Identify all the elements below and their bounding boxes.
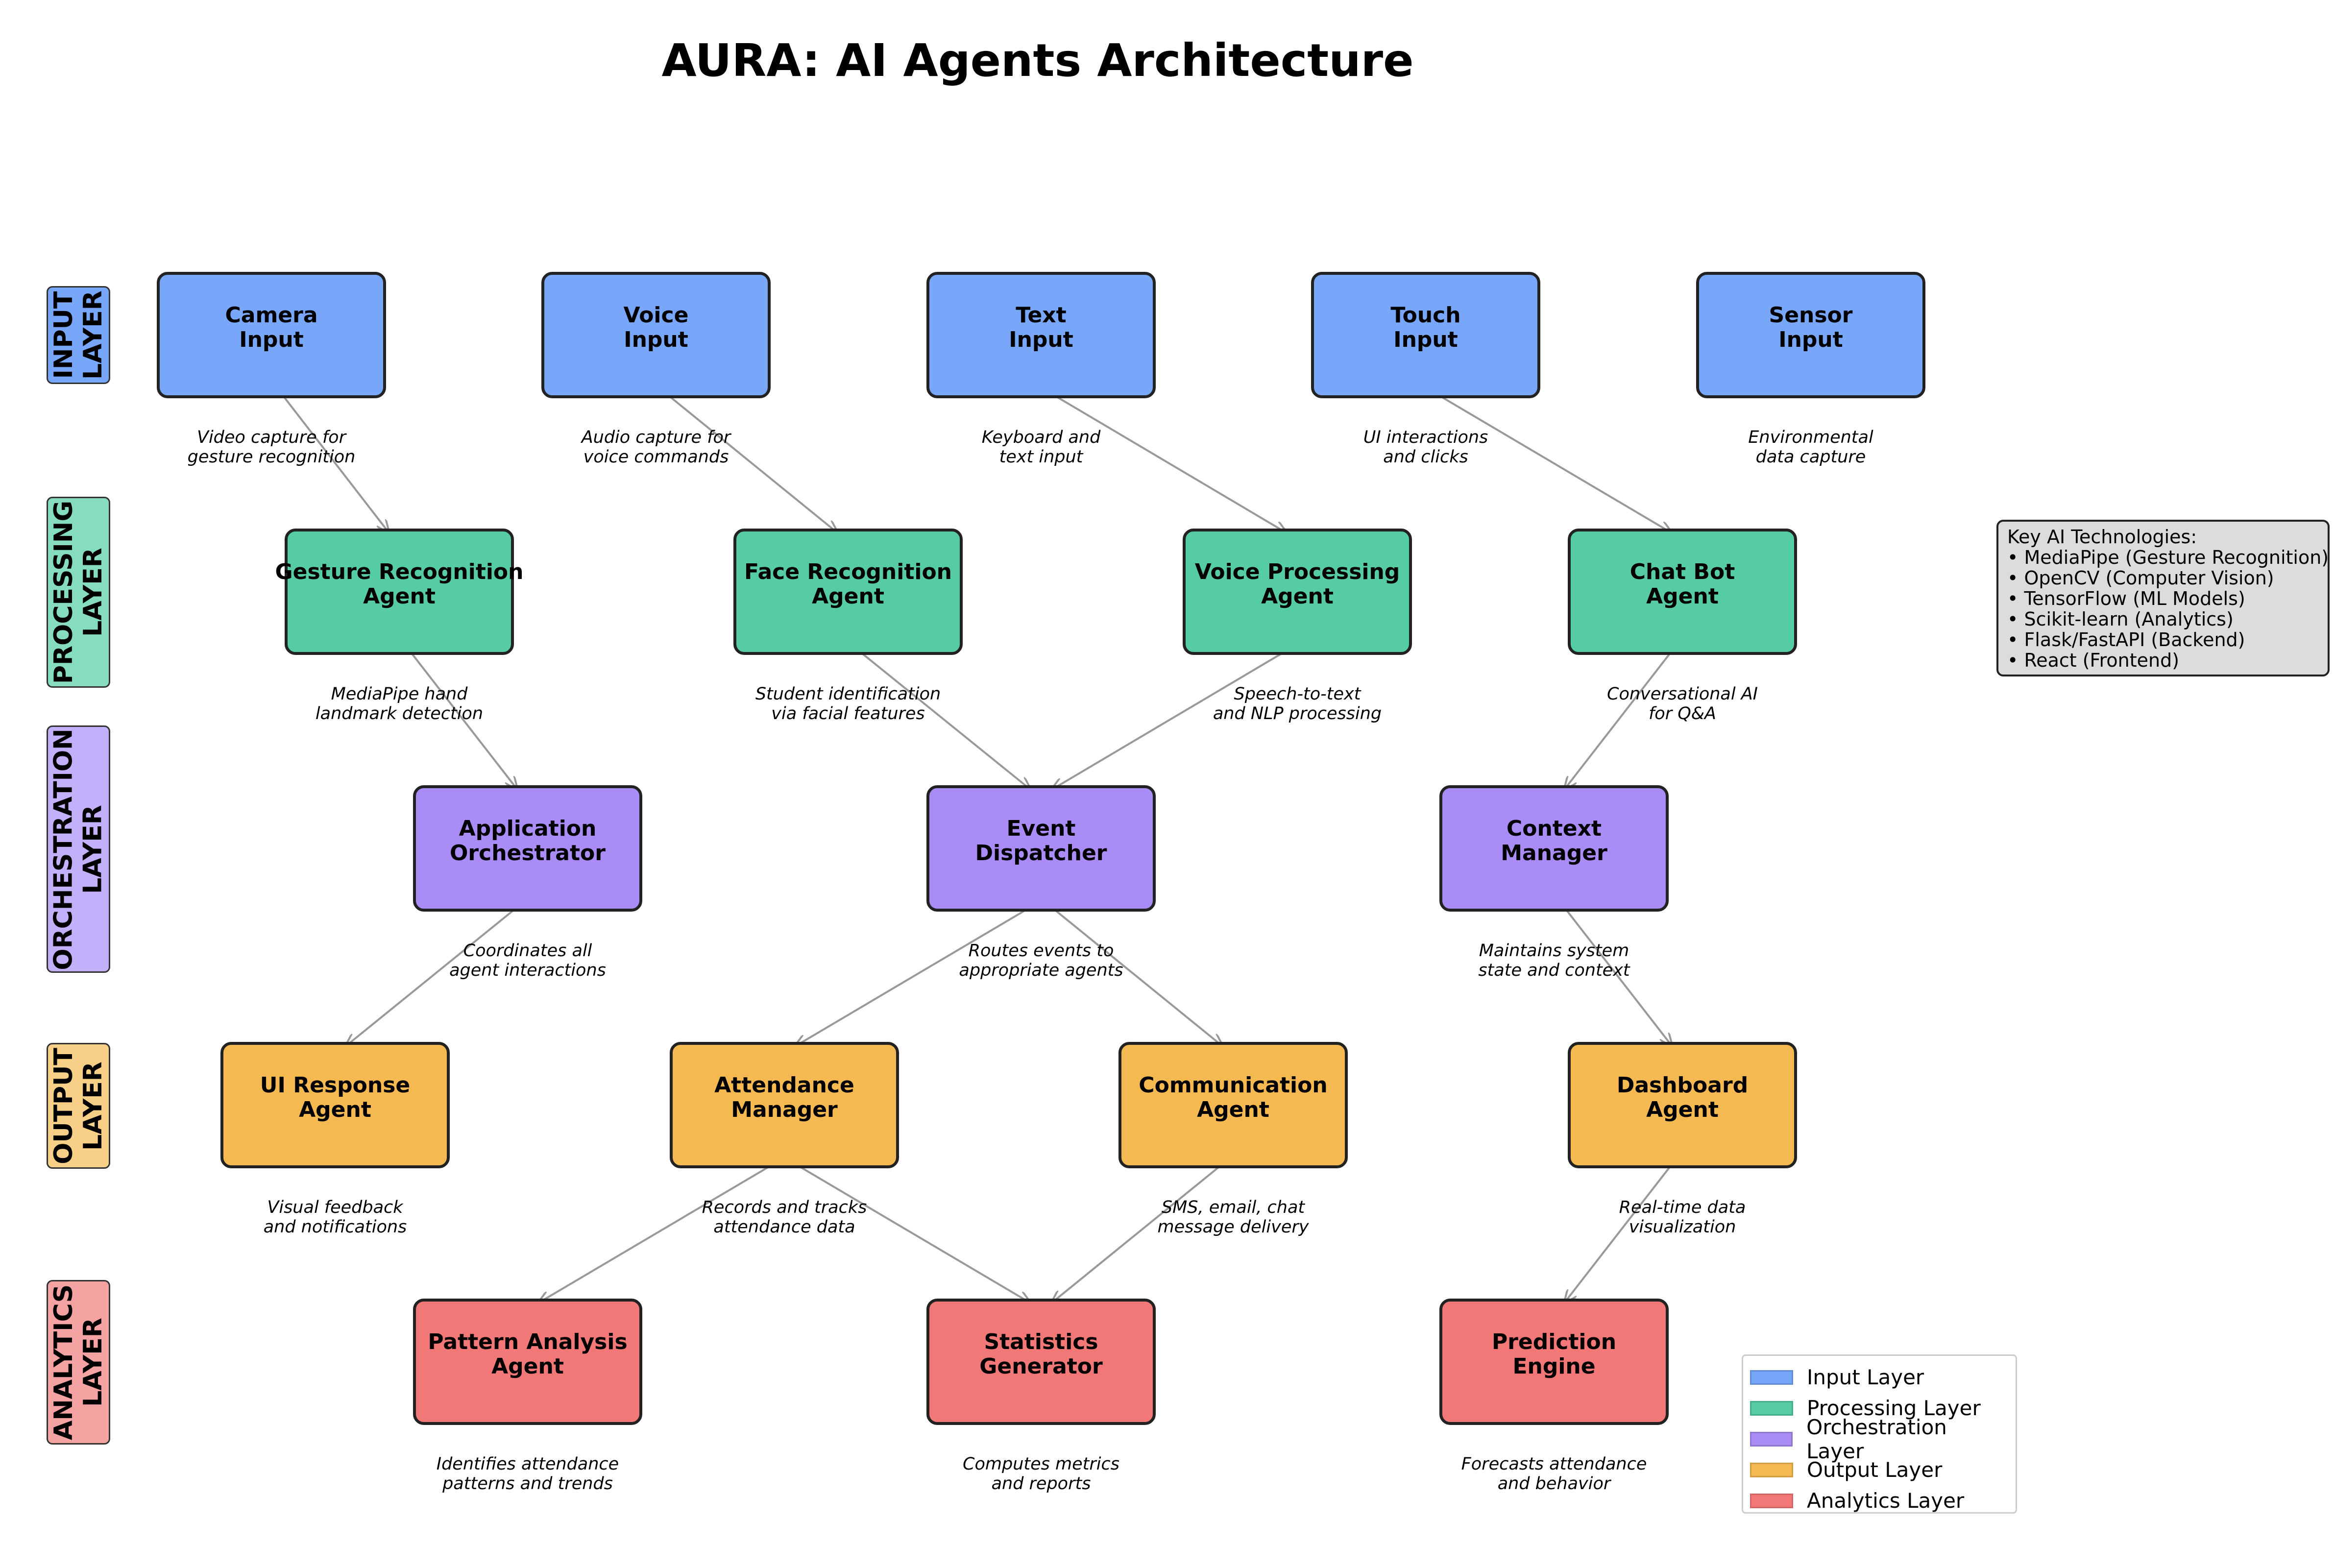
edge-touch-to-chatbot <box>1434 392 1673 533</box>
layer-label-processing: PROCESSING LAYER <box>47 497 110 688</box>
node-description-stats: Computes metrics and reports <box>963 1454 1119 1494</box>
node-apporch: Application Orchestrator <box>413 785 642 912</box>
key-ai-technologies-box: Key AI Technologies: • MediaPipe (Gestur… <box>1996 520 2330 676</box>
node-stats: Statistics Generator <box>926 1299 1156 1425</box>
node-description-pattern: Identifies attendance patterns and trend… <box>436 1454 619 1494</box>
node-context: Context Manager <box>1439 785 1669 912</box>
legend-swatch <box>1750 1431 1793 1447</box>
layer-label-text: INPUT LAYER <box>49 290 108 380</box>
node-description-sensor: Environmental data capture <box>1748 428 1873 467</box>
node-dash: Dashboard Agent <box>1568 1042 1797 1168</box>
legend-swatch <box>1750 1370 1793 1385</box>
legend-label: Output Layer <box>1807 1458 1943 1482</box>
node-description-camera: Video capture for gesture recognition <box>187 428 356 467</box>
layer-label-analytics: ANALYTICS LAYER <box>47 1280 110 1445</box>
node-description-context: Maintains system state and context <box>1478 941 1630 980</box>
node-uiresp: UI Response Agent <box>220 1042 450 1168</box>
edge-context-to-dash <box>1563 906 1673 1047</box>
legend-label: Processing Layer <box>1807 1396 1981 1420</box>
edge-attend-to-stats <box>793 1162 1031 1303</box>
node-description-voice: Audio capture for voice commands <box>581 428 731 467</box>
node-description-text: Keyboard and text input <box>981 428 1101 467</box>
layer-label-text: OUTPUT LAYER <box>49 1047 108 1164</box>
node-description-uiresp: Visual feedback and notifications <box>263 1198 407 1237</box>
legend-item-analytics: Analytics Layer <box>1750 1485 2009 1516</box>
node-gesture: Gesture Recognition Agent <box>275 529 523 655</box>
legend-swatch <box>1750 1462 1793 1477</box>
diagram-title: AURA: AI Agents Architecture <box>661 34 1414 87</box>
legend-label: Orchestration Layer <box>1806 1415 1947 1463</box>
legend-label: Input Layer <box>1807 1365 1924 1389</box>
node-description-event: Routes events to appropriate agents <box>959 941 1123 980</box>
edge-chatbot-to-context <box>1564 649 1674 790</box>
node-pattern: Pattern Analysis Agent <box>413 1299 642 1425</box>
node-event: Event Dispatcher <box>926 785 1156 912</box>
node-description-voiceproc: Speech-to-text and NLP processing <box>1213 684 1382 724</box>
node-chatbot: Chat Bot Agent <box>1568 529 1797 655</box>
legend: Input Layer Processing Layer Orchestrati… <box>1742 1354 2017 1514</box>
node-description-attend: Records and tracks attendance data <box>702 1198 867 1237</box>
edge-camera-to-gesture <box>280 392 389 533</box>
legend-swatch <box>1750 1493 1793 1508</box>
node-description-chatbot: Conversational AI for Q&A <box>1607 684 1758 724</box>
layer-label-text: ANALYTICS LAYER <box>49 1284 108 1441</box>
legend-swatch <box>1750 1400 1793 1416</box>
node-description-comm: SMS, email, chat message delivery <box>1157 1198 1309 1237</box>
legend-item-orchestration: Orchestration Layer <box>1750 1415 2009 1463</box>
legend-item-output: Output Layer <box>1750 1454 2009 1485</box>
edge-attend-to-pattern <box>537 1162 776 1303</box>
node-voice: Voice Input <box>541 272 771 398</box>
node-predict: Prediction Engine <box>1439 1299 1669 1425</box>
layer-label-orchestration: ORCHESTRATION LAYER <box>47 725 110 973</box>
node-description-apporch: Coordinates all agent interactions <box>449 941 606 980</box>
layer-label-output: OUTPUT LAYER <box>47 1043 110 1169</box>
layer-label-input: INPUT LAYER <box>47 286 110 384</box>
legend-item-processing: Processing Layer <box>1750 1393 2009 1423</box>
node-description-face: Student identification via facial featur… <box>755 684 941 724</box>
node-description-touch: UI interactions and clicks <box>1363 428 1488 467</box>
node-description-gesture: MediaPipe hand landmark detection <box>315 684 484 724</box>
edge-event-to-attend <box>794 906 1032 1047</box>
edge-face-to-event <box>857 649 1031 790</box>
node-attend: Attendance Manager <box>670 1042 899 1168</box>
layer-label-text: ORCHESTRATION LAYER <box>49 728 108 970</box>
edge-comm-to-stats <box>1051 1162 1224 1303</box>
layer-label-text: PROCESSING LAYER <box>49 500 108 684</box>
node-sensor: Sensor Input <box>1696 272 1925 398</box>
node-face: Face Recognition Agent <box>733 529 963 655</box>
node-comm: Communication Agent <box>1118 1042 1348 1168</box>
legend-label: Analytics Layer <box>1807 1489 1965 1513</box>
edge-voiceproc-to-event <box>1051 649 1289 790</box>
edge-text-to-voiceproc <box>1050 392 1288 533</box>
edge-dash-to-predict <box>1564 1162 1674 1303</box>
node-text: Text Input <box>926 272 1156 398</box>
edge-voice-to-face <box>665 392 838 533</box>
node-touch: Touch Input <box>1311 272 1540 398</box>
node-voiceproc: Voice Processing Agent <box>1183 529 1412 655</box>
node-description-dash: Real-time data visualization <box>1619 1198 1746 1237</box>
node-camera: Camera Input <box>157 272 386 398</box>
edge-apporch-to-uiresp <box>345 906 519 1047</box>
node-description-predict: Forecasts attendance and behavior <box>1461 1454 1647 1494</box>
edge-gesture-to-apporch <box>408 649 518 790</box>
legend-item-input: Input Layer <box>1750 1362 2009 1393</box>
edge-event-to-comm <box>1050 906 1223 1047</box>
